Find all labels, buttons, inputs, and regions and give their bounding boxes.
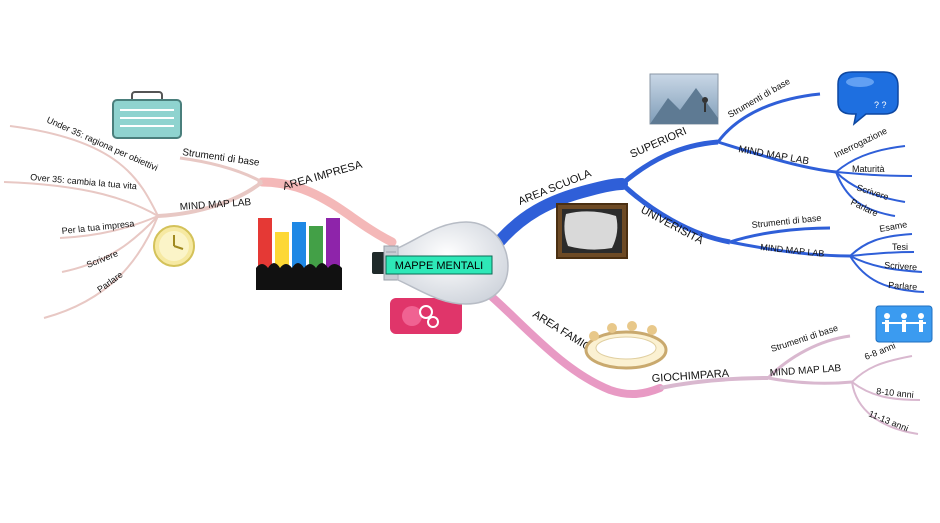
connector-impresa-strumenti <box>179 156 263 184</box>
briefcase-icon <box>112 91 182 139</box>
label-universita: UNIVERISITÀ <box>639 203 707 247</box>
label-universita-mindmap: MIND MAP LAB <box>760 242 825 259</box>
mountain-photo-icon <box>649 73 719 125</box>
label-impresa-item2: Over 35: cambia la tua vita <box>30 172 138 191</box>
round-table-icon <box>584 321 668 370</box>
connector-impresa-main <box>257 177 397 247</box>
branch-famiglia: AREA FAMIGLIA GIOCHIMPARA Strumenti di b… <box>480 286 921 435</box>
label-impresa-mindmap: MIND MAP LAB <box>179 197 251 213</box>
label-giochimpara-item3: 11-13 anni <box>867 409 910 434</box>
label-superiori-item2: Maturità <box>852 164 885 174</box>
connector-universita-item4 <box>849 255 925 293</box>
label-impresa-item5: Parlare <box>95 269 124 294</box>
label-universita-item4: Parlare <box>888 280 918 292</box>
chat-bubble-icon: ? ? <box>837 71 899 126</box>
connector-universita-mindmap <box>729 240 851 258</box>
label-superiori-item3: Scrivere <box>855 182 889 202</box>
connector-universita-strumenti <box>729 226 831 244</box>
people-icon <box>875 305 933 343</box>
clock-icon <box>153 225 195 267</box>
label-universita-item1: Esame <box>879 219 908 234</box>
connector-superiori <box>620 139 719 186</box>
label-superiori-mindmap: MIND MAP LAB <box>737 144 810 167</box>
label-universita-item3: Scrivere <box>884 260 918 272</box>
label-superiori: SUPERIORI <box>628 125 688 161</box>
connector-superiori-item1 <box>835 145 906 173</box>
connector-giochimpara-item3 <box>851 381 919 435</box>
connector-superiori-strumenti <box>716 92 821 143</box>
brain-icon <box>390 298 462 334</box>
connector-giochimpara-item2 <box>851 381 921 401</box>
connector-superiori-mindmap <box>717 140 837 174</box>
connector-famiglia-main <box>480 286 664 399</box>
connector-impresa-mindmap <box>157 180 264 218</box>
label-giochimpara-strumenti: Strumenti di base <box>770 323 840 354</box>
connector-universita-item3 <box>849 255 923 273</box>
connector-impresa-item4 <box>61 215 159 273</box>
label-giochimpara: GIOCHIMPARA <box>651 368 730 385</box>
chalkboard-icon <box>556 203 628 259</box>
connector-impresa-item2 <box>3 181 159 217</box>
label-superiori-item1: Interrogazione <box>832 126 888 160</box>
connector-impresa-item3 <box>59 215 159 239</box>
connector-giochimpara-strumenti <box>766 334 851 380</box>
connector-superiori-item4 <box>835 171 896 217</box>
connector-impresa-item1 <box>9 125 159 217</box>
label-giochimpara-mindmap: MIND MAP LAB <box>769 363 841 379</box>
connector-giochimpara <box>659 376 769 390</box>
connector-universita-item2 <box>849 251 915 257</box>
label-superiori-item4: Parlare <box>849 197 879 219</box>
label-universita-item2: Tesi <box>892 242 908 252</box>
connector-impresa-item5 <box>43 215 159 319</box>
connector-giochimpara-item1 <box>851 355 913 383</box>
audience-chart-icon <box>256 218 342 290</box>
label-superiori-strumenti: Strumenti di base <box>726 76 792 120</box>
center-label: MAPPE MENTALI <box>395 260 483 272</box>
svg-text:? ?: ? ? <box>874 100 887 110</box>
label-giochimpara-item2: 8-10 anni <box>876 386 914 400</box>
label-giochimpara-item1: 6-8 anni <box>863 340 897 361</box>
center-node[interactable]: MAPPE MENTALI <box>385 255 493 275</box>
connector-universita-item1 <box>849 233 913 257</box>
label-area-impresa: AREA IMPRESA <box>282 159 365 193</box>
connector-universita <box>620 182 731 245</box>
connector-scuola-main <box>488 178 628 254</box>
connector-superiori-item2 <box>835 171 913 177</box>
label-impresa-item4: Scrivere <box>85 248 119 270</box>
connector-superiori-item3 <box>835 171 906 203</box>
connector-giochimpara-mindmap <box>767 376 853 385</box>
